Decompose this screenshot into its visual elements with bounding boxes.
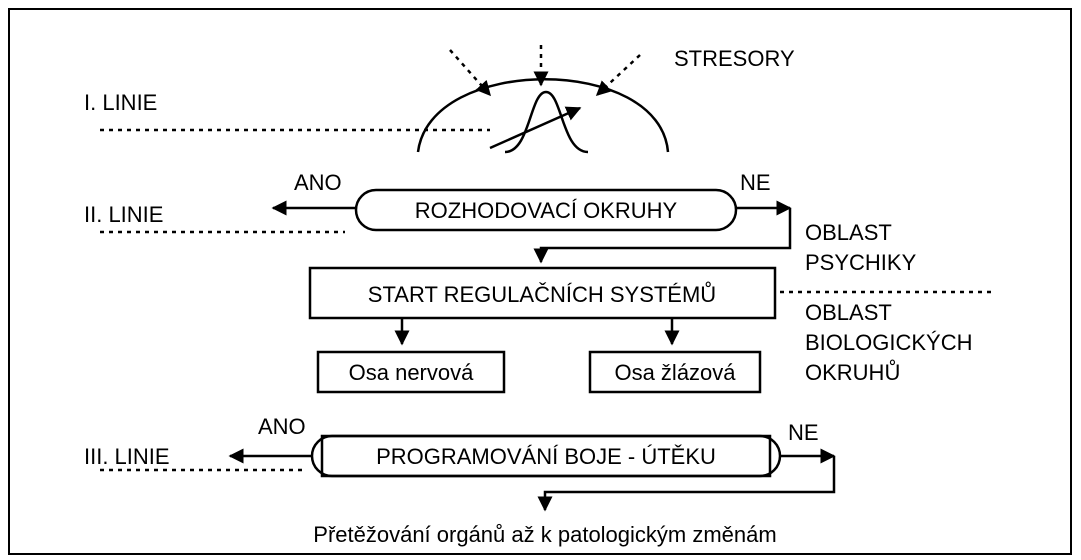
stressors-label: STRESORY xyxy=(674,46,795,71)
glandular-axis-box xyxy=(588,350,762,394)
start-box-label: START REGULAČNÍCH SYSTÉMŮ xyxy=(368,282,716,307)
overload-footer: Přetěžování orgánů až k patologickým změ… xyxy=(313,522,776,547)
decision-box-label: ROZHODOVACÍ OKRUHY xyxy=(415,198,678,223)
line-3-label: III. LINIE xyxy=(84,444,170,469)
oblast-bio-line3: OKRUHŮ xyxy=(805,360,900,385)
oblast-bio-line2: BIOLOGICKÝCH xyxy=(805,330,972,355)
nervous-axis-box xyxy=(316,350,506,394)
line-2-label: II. LINIE xyxy=(84,202,163,227)
decision-to-start-connector xyxy=(533,208,792,264)
stressor-arrows xyxy=(449,45,641,97)
outer-frame xyxy=(8,8,1072,555)
ne-bottom-label: NE xyxy=(788,420,819,445)
program-to-overload-connector xyxy=(537,456,836,512)
oblast-psychiky-line1: OBLAST xyxy=(805,220,892,245)
decision-box xyxy=(354,188,738,232)
program-box-inner xyxy=(320,434,772,478)
program-box-label: PROGRAMOVÁNÍ BOJE - ÚTĚKU xyxy=(376,444,716,469)
bell-curve xyxy=(504,90,589,154)
start-box xyxy=(308,266,777,320)
glandular-axis-label: Osa žlázová xyxy=(614,360,736,385)
protective-dome xyxy=(416,78,670,153)
oblast-bio-line1: OBLAST xyxy=(805,300,892,325)
oblast-psychiky-line2: PSYCHIKY xyxy=(805,250,917,275)
trend-arrow xyxy=(489,106,582,150)
ne-top-label: NE xyxy=(740,170,771,195)
ano-bottom-label: ANO xyxy=(258,414,306,439)
line-1-label: I. LINIE xyxy=(84,90,157,115)
nervous-axis-label: Osa nervová xyxy=(349,360,474,385)
ano-top-label: ANO xyxy=(294,170,342,195)
